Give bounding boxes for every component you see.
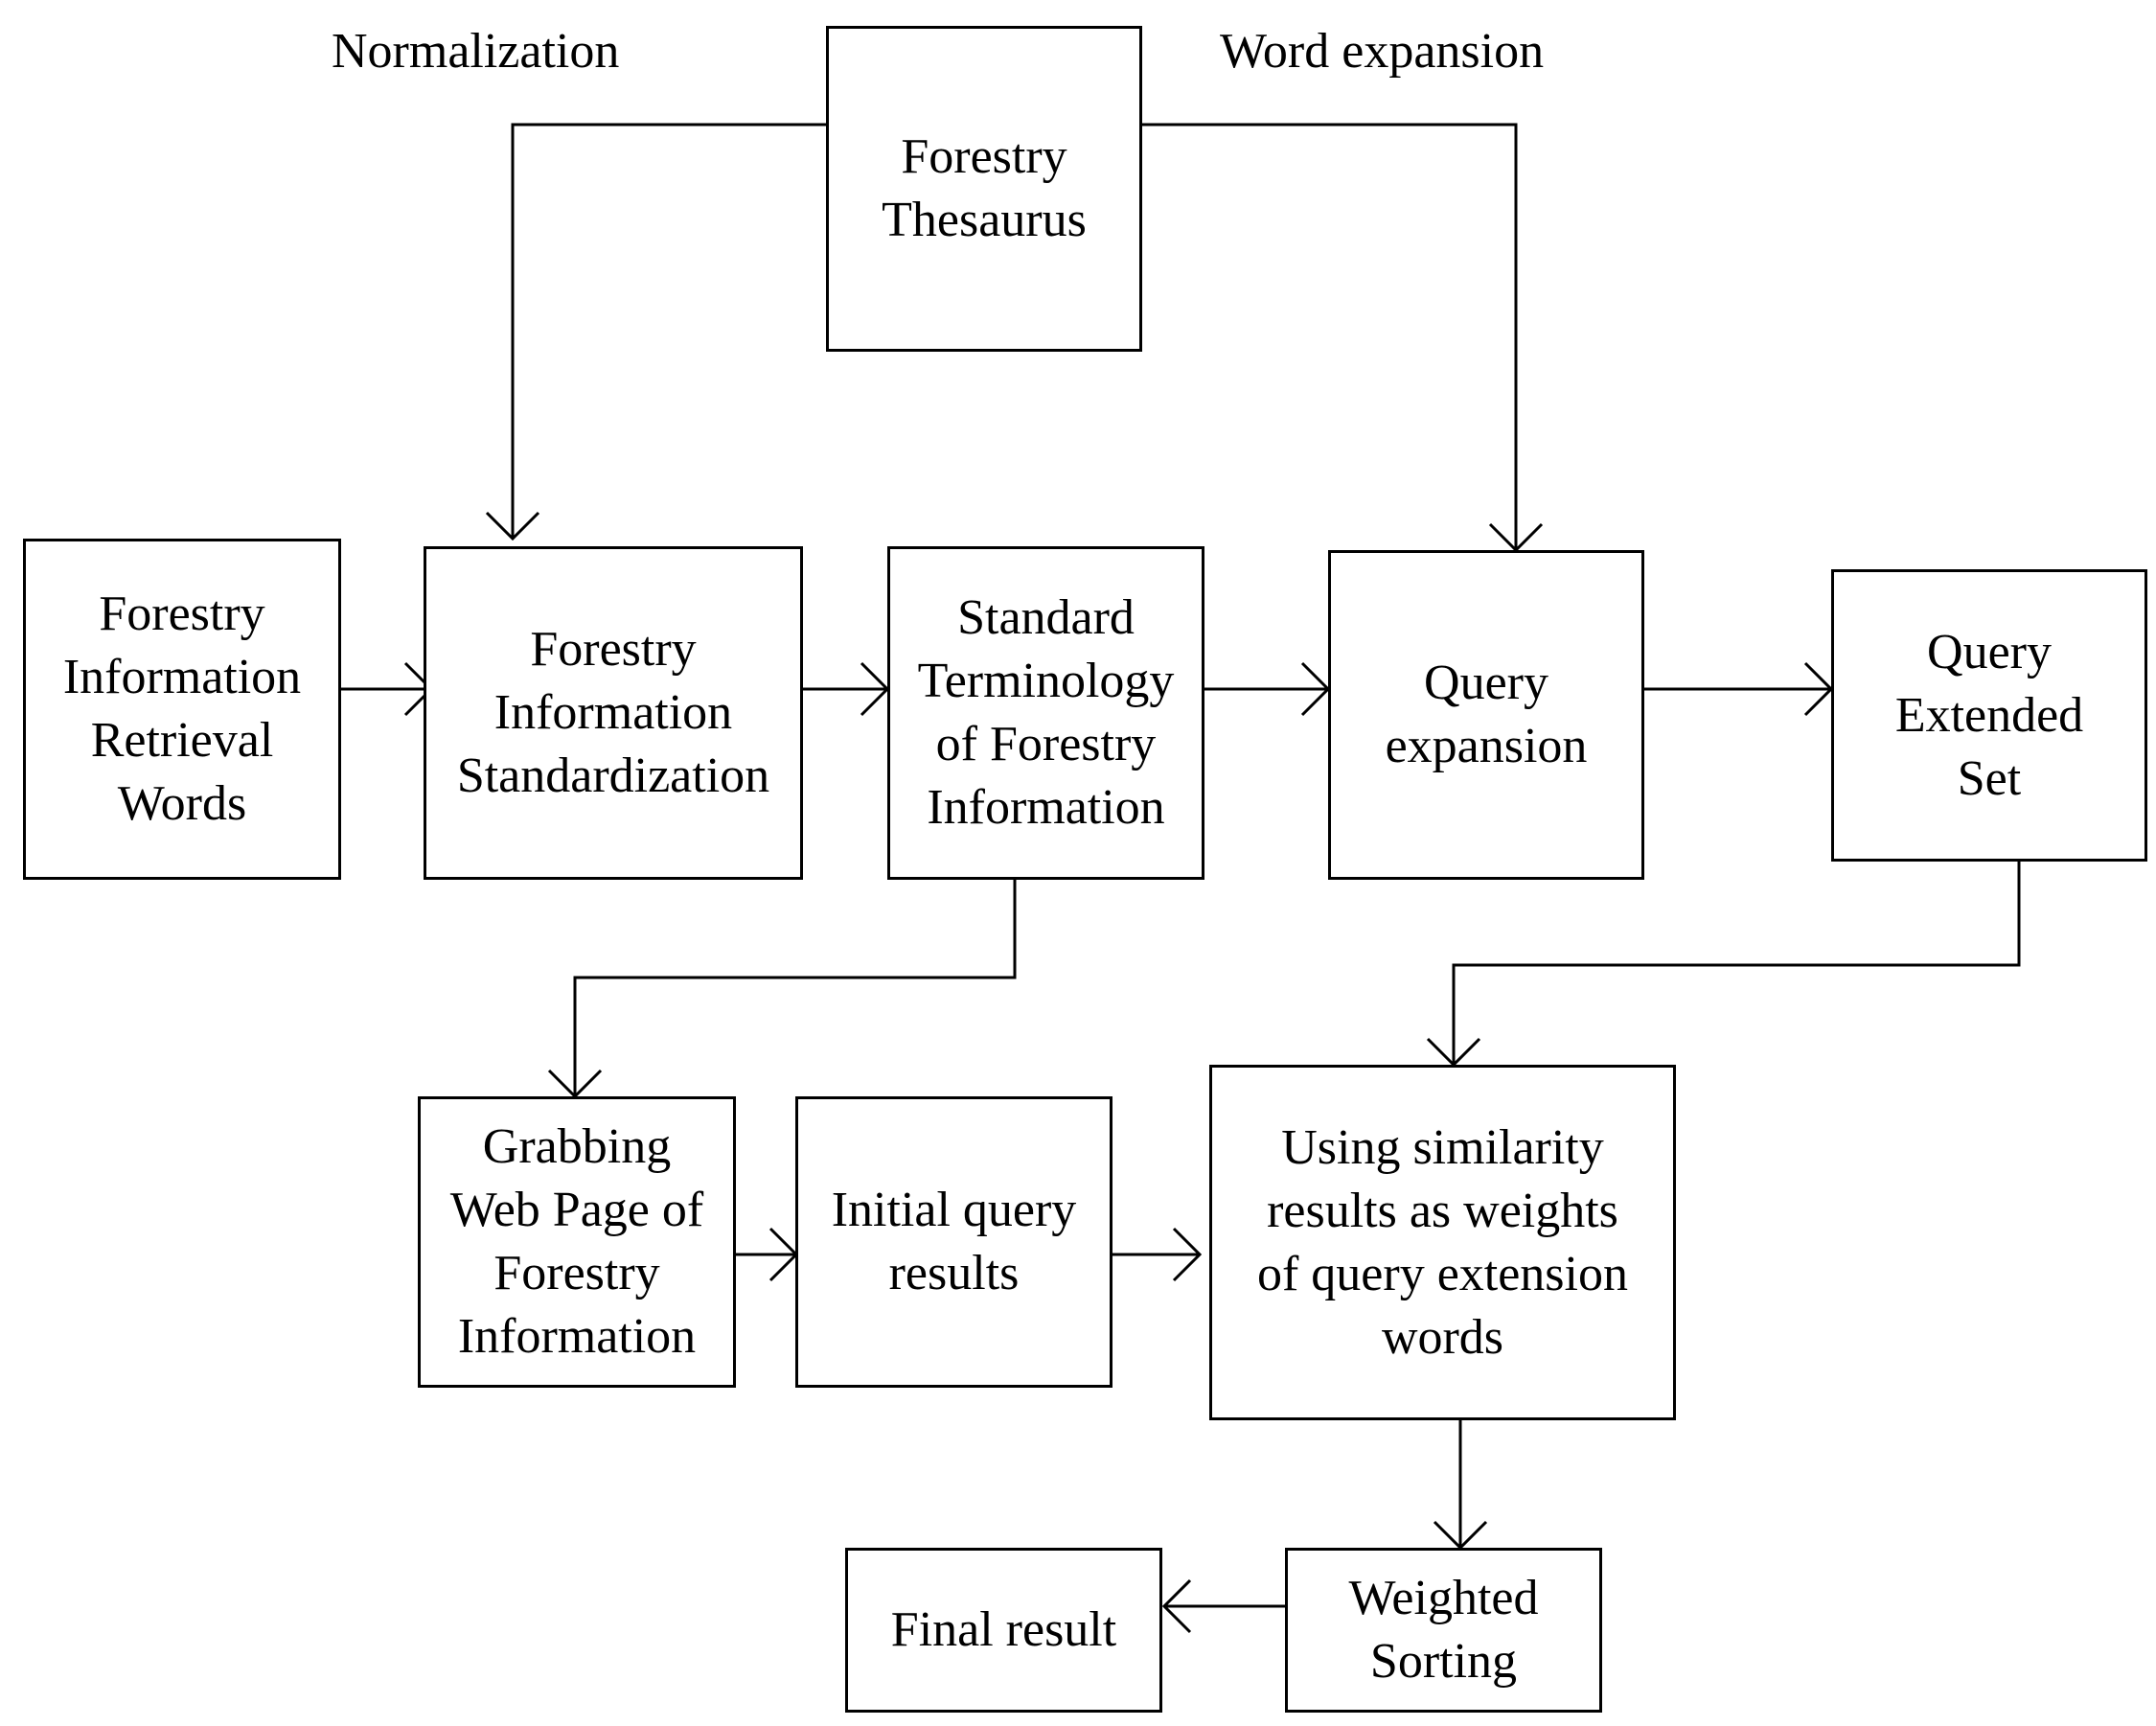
arrowhead — [485, 511, 540, 541]
query-extended-set-box: Query Extended Set — [1831, 569, 2147, 862]
query-expansion-box: Query expansion — [1328, 550, 1644, 880]
similarity-weights-box: Using similarity results as weights of q… — [1209, 1065, 1676, 1420]
normalization-label: Normalization — [332, 24, 620, 79]
retrieval-words-box: Forestry Information Retrieval Words — [23, 539, 341, 880]
initial-query-results-box: Initial query results — [795, 1096, 1112, 1388]
arrowhead — [1172, 1227, 1203, 1282]
standardization-box: Forestry Information Standardization — [424, 546, 803, 880]
standard-terminology-box: Standard Terminology of Forestry Informa… — [887, 546, 1204, 880]
grabbing-web-page-box: Grabbing Web Page of Forestry Informatio… — [418, 1096, 736, 1388]
word-expansion-connector — [1139, 123, 1518, 550]
word-expansion-label: Word expansion — [1220, 24, 1545, 79]
normalization-connector — [511, 123, 826, 539]
terminology-to-grabbing-connector — [573, 876, 1017, 1096]
forestry-thesaurus-box: Forestry Thesaurus — [826, 26, 1142, 352]
arrowhead — [1161, 1578, 1192, 1634]
final-result-box: Final result — [845, 1548, 1162, 1713]
weighted-sorting-box: Weighted Sorting — [1285, 1548, 1602, 1713]
extended-set-to-similarity-connector — [1452, 859, 2021, 1065]
